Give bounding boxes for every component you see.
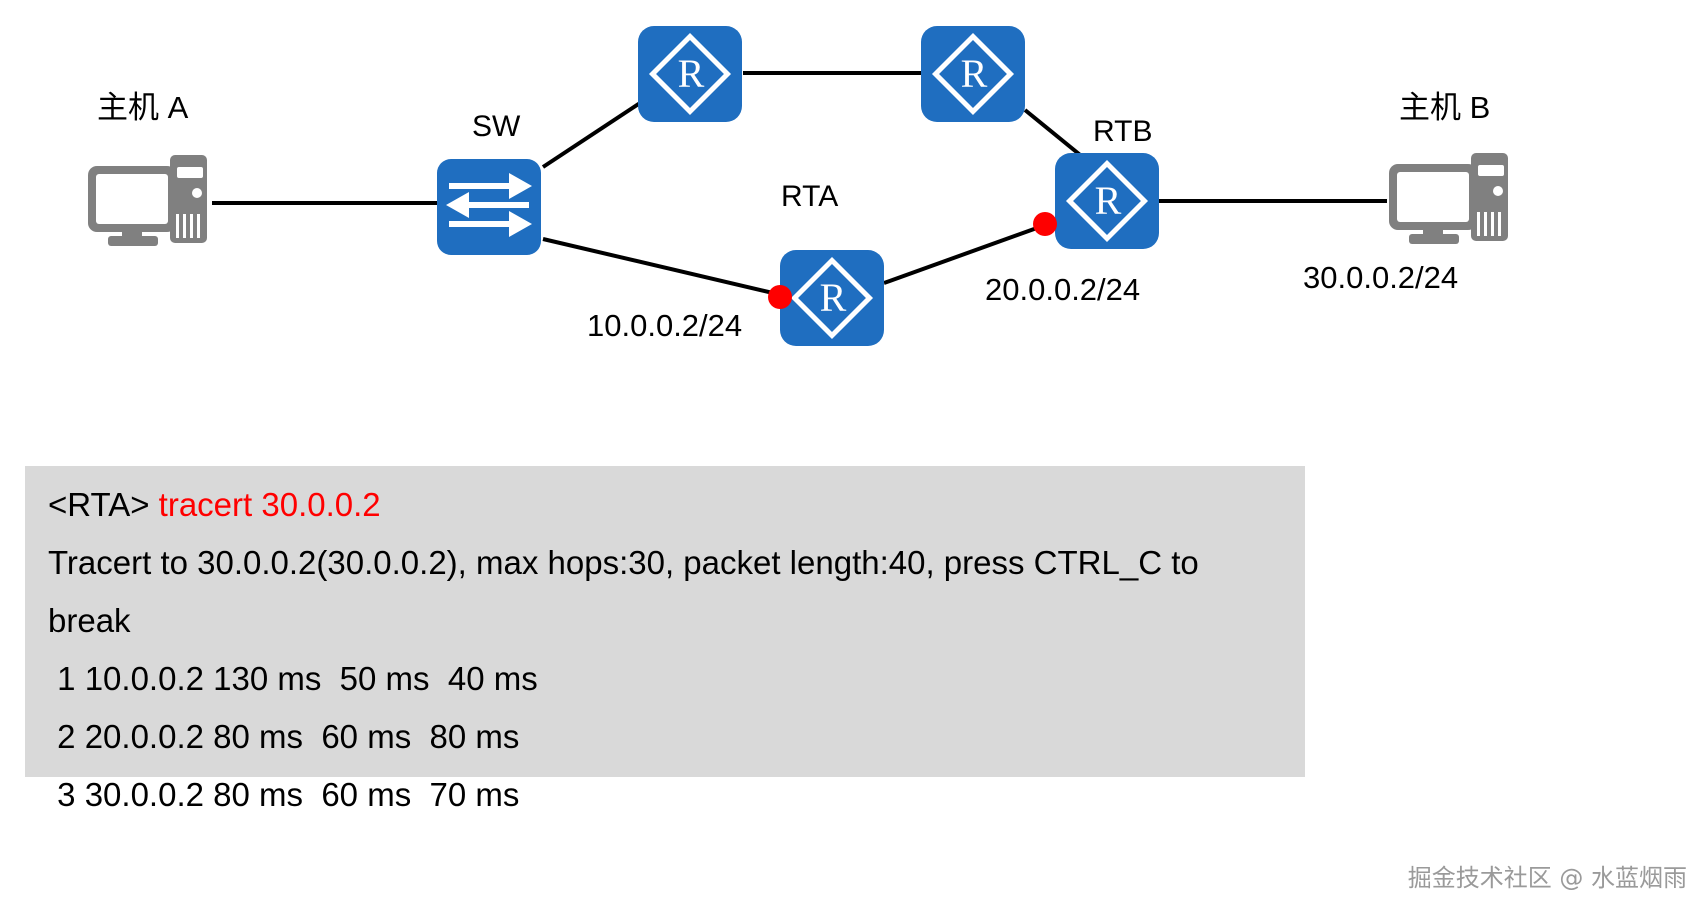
network-topology-diagram: 主机 A SW R R R RTA 10.0.0.2/24 R RTB 20.0… [0, 0, 1695, 440]
router-rta-icon: R [780, 250, 884, 346]
console-line-tracert-header: Tracert to 30.0.0.2(30.0.0.2), max hops:… [48, 544, 1199, 581]
console-command: tracert 30.0.0.2 [158, 486, 381, 523]
link-sw-router-top-left [541, 101, 642, 169]
rta-ip-label: 10.0.0.2/24 [587, 308, 743, 343]
host-b-label: 主机 B [1399, 90, 1491, 125]
host-a-pc-icon [86, 152, 210, 248]
console-line-hop-3: 3 30.0.0.2 80 ms 60 ms 70 ms [48, 776, 520, 813]
rta-interface-dot [768, 285, 792, 309]
rta-label: RTA [781, 180, 839, 213]
router-r-glyph: R [819, 275, 847, 320]
host-a-label: 主机 A [97, 90, 189, 125]
router-rtb-icon: R [1055, 153, 1159, 249]
rtb-label: RTB [1093, 115, 1153, 148]
host-b-ip-label: 30.0.0.2/24 [1303, 260, 1459, 295]
switch-label: SW [472, 110, 521, 143]
router-r-glyph: R [1094, 178, 1122, 223]
console-prompt: <RTA> [48, 486, 150, 523]
router-r-glyph: R [677, 51, 705, 96]
link-sw-rta [542, 237, 791, 299]
rtb-interface-dot [1033, 212, 1057, 236]
switch-icon [437, 159, 541, 255]
host-b-pc-icon [1387, 150, 1511, 246]
router-r-glyph: R [960, 51, 988, 96]
rtb-ip-label: 20.0.0.2/24 [985, 272, 1141, 307]
console-background-panel [25, 466, 1305, 777]
watermark-text: 掘金技术社区 @ 水蓝烟雨 [1407, 864, 1687, 892]
router-top-left-icon: R [638, 26, 742, 122]
router-top-right-icon: R [921, 26, 1025, 122]
console-line-hop-2: 2 20.0.0.2 80 ms 60 ms 80 ms [48, 718, 520, 755]
console-line-break: break [48, 602, 131, 639]
console-line-hop-1: 1 10.0.0.2 130 ms 50 ms 40 ms [48, 660, 538, 697]
console-command-line: <RTA> tracert 30.0.0.2 [48, 488, 381, 521]
